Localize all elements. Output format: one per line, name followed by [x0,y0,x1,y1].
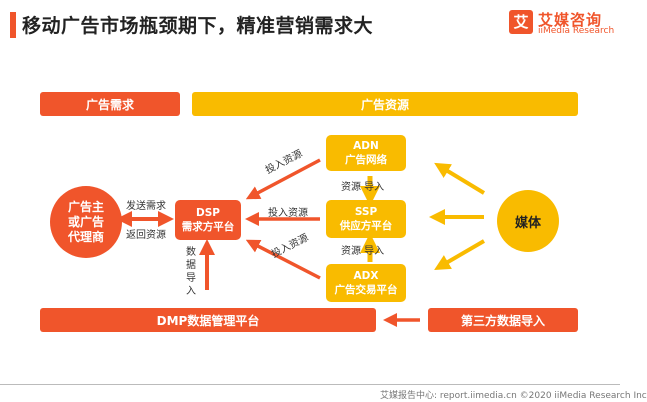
media-node: 媒体 [497,190,559,252]
adn-to-dsp-arrow [245,158,321,200]
logo-name-cn: 艾媒咨询 [538,11,603,29]
advertiser-node: 广告主 或广告 代理商 [50,186,122,258]
adx-node: ADX 广告交易平台 [326,264,406,302]
invest-resource-label-mid: 投入资源 [268,208,308,219]
media-to-adx-arrow [434,239,486,271]
data-import-label: 数 据 导 入 [186,247,196,297]
dsp-label: DSP 需求方平台 [181,207,235,233]
dsp-node: DSP 需求方平台 [175,200,241,240]
advertiser-label: 广告主 或广告 代理商 [67,199,104,244]
logo-name-en: iiMedia Research [538,26,615,36]
ssp-label: SSP 供应方平台 [339,206,393,232]
media-label: 媒体 [514,215,541,231]
logo-icon: 艾 [509,10,533,34]
adx-label: ADX 广告交易平台 [334,270,398,296]
send-demand-label: 发送需求 [126,201,166,212]
resource-import-label-1: 资源 导入 [341,182,385,193]
return-resource-label: 返回资源 [126,230,166,241]
title-accent-bar [10,12,16,38]
adn-label: ADN 广告网络 [345,140,387,166]
footer-divider [0,384,620,385]
third-party-bar: 第三方数据导入 [428,308,578,332]
ad-demand-bar: 广告需求 [40,92,180,116]
ad-resource-bar: 广告资源 [192,92,578,116]
resource-import-label-2: 资源 导入 [341,246,385,257]
ssp-node: SSP 供应方平台 [326,200,406,238]
adn-node: ADN 广告网络 [326,135,406,171]
adx-to-dsp-arrow [245,239,321,280]
diagram-arrows [116,158,486,327]
dmp-bar: DMP数据管理平台 [40,308,376,332]
media-to-adn-arrow [434,162,486,195]
footer-source: 艾媒报告中心: report.iimedia.cn ©2020 iiMedia … [380,391,647,401]
page-title: 移动广告市场瓶颈期下，精准营销需求大 [22,15,374,37]
